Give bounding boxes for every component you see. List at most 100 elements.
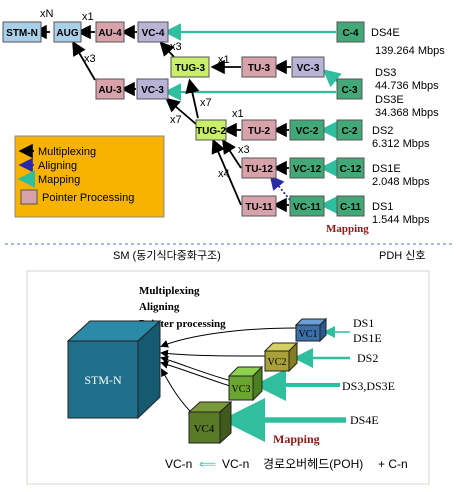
tug2-to-tug3-arrow <box>185 78 200 119</box>
bottom-signal-ds1e: DS1E <box>353 331 382 345</box>
svg-text:C-12: C-12 <box>340 164 362 175</box>
legend-pointer-swatch <box>20 189 38 205</box>
box-tug3: TUG-3 <box>170 56 210 78</box>
formula-arrow-icon: ⟸ <box>199 457 216 471</box>
top-legend: Multiplexing Aligning Mapping Pointer Pr… <box>14 135 165 218</box>
c3-to-vc3-arrow <box>322 69 342 88</box>
svg-text:TUG-3: TUG-3 <box>175 63 205 74</box>
signal-ds4e: DS4E <box>371 27 400 39</box>
cube-vc4: VC4 <box>187 400 233 445</box>
au3-to-aug-arrow <box>72 40 96 81</box>
svg-text:VC-12: VC-12 <box>293 164 322 175</box>
box-c4: C-4 <box>336 21 365 43</box>
mult-x1-tu3: x1 <box>218 54 230 66</box>
box-au4: AU-4 <box>95 21 125 43</box>
bottom-signal-ds3: DS3,DS3E <box>342 379 395 393</box>
signal-ds1-rate: 1.544 Mbps <box>372 214 430 226</box>
bottom-signal-ds1: DS1 <box>353 316 374 330</box>
svg-text:TU-3: TU-3 <box>248 63 271 74</box>
cube-vc1: VC1 <box>294 317 328 343</box>
mult-x7-tug3: x7 <box>200 97 212 109</box>
footer-sm-label: SM (동기식다중화구조) <box>113 249 221 262</box>
mult-x3-aug: x3 <box>84 53 96 65</box>
svg-text:VC3: VC3 <box>232 384 251 395</box>
box-vc3-au: VC-3 <box>136 78 169 100</box>
svg-text:VC-3: VC-3 <box>297 63 320 74</box>
svg-text:TU-2: TU-2 <box>248 126 271 137</box>
box-vc12: VC-12 <box>289 157 325 179</box>
mult-x3-tu12: x3 <box>238 144 250 156</box>
box-vc2: VC-2 <box>289 119 325 141</box>
tug2-to-vc3-arrow <box>165 97 197 125</box>
mult-xN: xN <box>40 8 54 20</box>
svg-text:VC4: VC4 <box>194 423 215 435</box>
svg-text:VC-2: VC-2 <box>296 126 319 137</box>
box-vc4: VC-4 <box>137 21 169 43</box>
box-tu3: TU-3 <box>241 56 277 78</box>
svg-text:VC-3: VC-3 <box>141 85 164 96</box>
bottom-signals: DS1 DS1E DS2 DS3,DS3E DS4E <box>342 316 395 427</box>
bottom-legend-aligning: Aligning <box>139 301 180 313</box>
bottom-mapping-label: Mapping <box>273 432 320 446</box>
formula-poh: 경로오버헤드(POH) <box>263 457 363 471</box>
signal-ds2: DS2 <box>372 125 393 137</box>
svg-text:STM-N: STM-N <box>84 373 122 387</box>
svg-text:TU-11: TU-11 <box>245 202 273 213</box>
mult-x3-vc4: x3 <box>170 41 182 53</box>
box-aug: AUG <box>53 21 82 43</box>
cube-vc2: VC2 <box>263 341 299 373</box>
signal-ds3: DS3 <box>375 67 396 79</box>
box-c3: C-3 <box>336 78 363 100</box>
svg-text:C-4: C-4 <box>342 28 359 39</box>
svg-text:TU-12: TU-12 <box>245 164 273 175</box>
signal-ds3-rate: 44.736 Mbps <box>375 80 439 92</box>
legend-multiplexing: Multiplexing <box>38 146 96 158</box>
signal-ds2-rate: 6.312 Mbps <box>372 138 430 150</box>
signal-ds1e: DS1E <box>372 163 401 175</box>
legend-mapping: Mapping <box>38 174 80 186</box>
box-tu11: TU-11 <box>241 195 277 217</box>
box-tug2: TUG-2 <box>195 119 227 141</box>
legend-pointer-processing: Pointer Processing <box>42 192 134 204</box>
box-vc3-tu: VC-3 <box>291 56 325 78</box>
mult-x7-vc3: x7 <box>170 114 182 126</box>
signal-ds3e-rate: 34.368 Mbps <box>375 107 439 119</box>
svg-text:TUG-2: TUG-2 <box>196 126 226 137</box>
bottom-mapping-arrows <box>221 326 350 442</box>
signal-ds1e-rate: 2.048 Mbps <box>372 176 430 188</box>
signal-ds1: DS1 <box>372 201 393 213</box>
signal-ds3e: DS3E <box>375 94 404 106</box>
pdh-signals: DS4E 139.264 Mbps DS3 44.736 Mbps DS3E 3… <box>371 27 445 226</box>
bottom-legend-multiplexing: Multiplexing <box>139 285 200 297</box>
signal-ds4e-rate: 139.264 Mbps <box>375 45 445 57</box>
formula-cn: + C-n <box>378 457 408 471</box>
formula-vcn-left: VC-n <box>165 457 192 471</box>
svg-text:VC2: VC2 <box>268 357 287 368</box>
bottom-signal-ds4e: DS4E <box>350 413 379 427</box>
tug3-to-vc4-arrow <box>159 41 176 59</box>
box-stmn: STM-N <box>2 21 42 43</box>
multiplier-labels: xN x1 x3 x3 x1 x7 x7 x1 x3 x4 <box>40 8 250 180</box>
box-c2: C-2 <box>336 119 363 141</box>
svg-text:STM-N: STM-N <box>6 28 38 39</box>
box-vc11: VC-11 <box>289 195 325 217</box>
svg-text:VC-4: VC-4 <box>142 28 165 39</box>
svg-text:C-3: C-3 <box>341 85 358 96</box>
legend-aligning: Aligning <box>38 160 77 172</box>
cube-vc3: VC3 <box>227 365 264 402</box>
svg-text:C-11: C-11 <box>340 202 362 213</box>
box-au3: AU-3 <box>95 78 125 100</box>
formula-vcn-middle: VC-n <box>222 457 249 471</box>
box-tu12: TU-12 <box>241 157 277 179</box>
svg-text:AUG: AUG <box>56 28 78 39</box>
box-c11: C-11 <box>336 195 365 217</box>
top-connections <box>32 23 342 214</box>
svg-text:VC-11: VC-11 <box>293 202 321 213</box>
footer-pdh-label: PDH 신호 <box>379 249 426 262</box>
top-boxes: STM-N AUG AU-4 VC-4 C-4 TUG-3 TU-3 VC-3 … <box>2 21 365 217</box>
tu12-to-tug2-arrow <box>222 138 242 169</box>
poh-formula: VC-n ⟸ VC-n 경로오버헤드(POH) + C-n <box>165 457 408 471</box>
mult-x1-tu2: x1 <box>232 108 244 120</box>
tu11-to-tug2-arrow <box>211 138 242 206</box>
